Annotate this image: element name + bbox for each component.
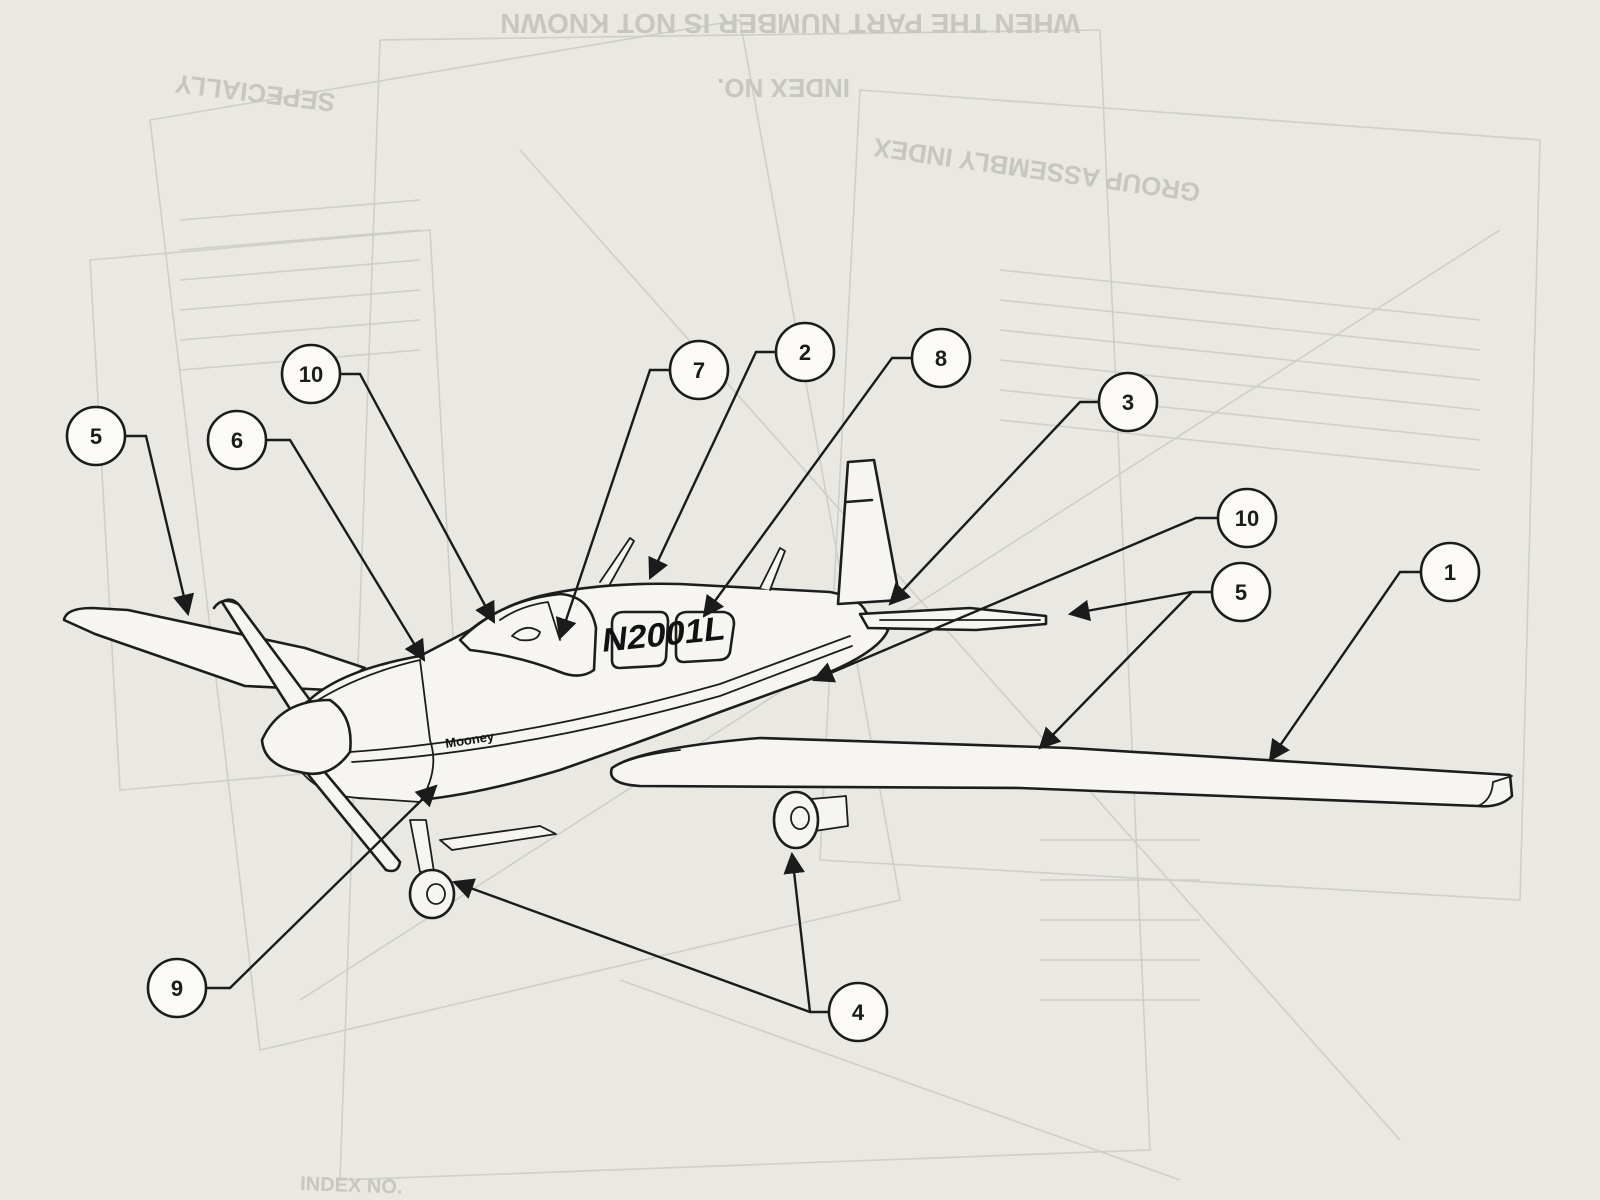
rudder-hinge-mark xyxy=(844,498,874,504)
side-window-2 xyxy=(674,610,736,664)
left-wing xyxy=(62,606,367,692)
leader-9 xyxy=(206,784,438,990)
leader-4b xyxy=(783,851,812,1013)
horizontal-stabilizer xyxy=(858,606,1048,632)
callout-10-left: 10 xyxy=(280,343,342,405)
svg-text:3: 3 xyxy=(1122,390,1134,415)
right-wing-root-fairing xyxy=(611,749,681,769)
svg-text:5: 5 xyxy=(1235,580,1247,605)
antenna-rear xyxy=(759,547,786,591)
svg-text:8: 8 xyxy=(935,346,947,371)
svg-text:2: 2 xyxy=(799,340,811,365)
antenna-front xyxy=(599,537,635,585)
leader-3 xyxy=(888,400,1099,606)
leader-5-right-b xyxy=(1038,591,1193,750)
background-footer-index: INDEX NO. xyxy=(300,1173,403,1199)
svg-text:6: 6 xyxy=(231,428,243,453)
nose-wheel-hub xyxy=(426,883,446,905)
background-table-lines xyxy=(179,199,1481,1001)
pilot-headrest xyxy=(511,626,541,642)
callout-9: 9 xyxy=(146,957,208,1019)
spinner xyxy=(260,698,352,776)
propeller-blade-tip xyxy=(212,599,240,610)
leader-8 xyxy=(702,356,912,618)
leader-10-left xyxy=(340,372,496,624)
main-wheel-hub xyxy=(790,806,810,830)
callout-10-right: 10 xyxy=(1216,487,1278,549)
leader-1 xyxy=(1268,570,1421,762)
vertical-stabilizer xyxy=(836,458,902,606)
callout-3: 3 xyxy=(1097,371,1159,433)
right-wing xyxy=(609,736,1514,808)
windshield-frame xyxy=(499,601,561,641)
callout-5-left: 5 xyxy=(65,405,127,467)
leader-2 xyxy=(648,350,776,580)
nose-wheel xyxy=(408,868,456,920)
svg-text:10: 10 xyxy=(299,362,323,387)
svg-text:1: 1 xyxy=(1444,560,1456,585)
callout-1: 1 xyxy=(1419,541,1481,603)
callout-2: 2 xyxy=(774,321,836,383)
callout-6: 6 xyxy=(206,409,268,471)
main-wheel xyxy=(772,790,820,850)
right-wing-tip xyxy=(1477,775,1513,807)
svg-text:9: 9 xyxy=(171,976,183,1001)
leader-7 xyxy=(555,368,670,641)
svg-text:4: 4 xyxy=(852,1000,865,1025)
callout-4: 4 xyxy=(827,981,889,1043)
callout-7: 7 xyxy=(668,339,730,401)
side-window-1 xyxy=(610,610,670,670)
callout-5-right: 5 xyxy=(1210,561,1272,623)
leader-5-left xyxy=(124,434,195,617)
aircraft-drawing: N2001L Mooney xyxy=(62,458,1514,920)
svg-text:5: 5 xyxy=(90,424,102,449)
callouts: 1 2 3 4 5 5 6 7 xyxy=(65,321,1481,1043)
callout-8: 8 xyxy=(910,327,972,389)
leader-10-right xyxy=(812,516,1218,683)
leader-lines xyxy=(124,350,1421,1014)
svg-text:7: 7 xyxy=(693,358,705,383)
fuselage-stripe-lower xyxy=(351,645,853,763)
svg-text:10: 10 xyxy=(1235,506,1259,531)
belly-fairing xyxy=(439,825,557,851)
background-heading-index: INDEX NO. xyxy=(717,73,850,103)
leader-6 xyxy=(265,438,426,662)
background-heading-part-number: WHEN THE PART NUMBER IS NOT KNOWN xyxy=(500,8,1080,39)
fuselage-stripe-upper xyxy=(349,635,851,753)
